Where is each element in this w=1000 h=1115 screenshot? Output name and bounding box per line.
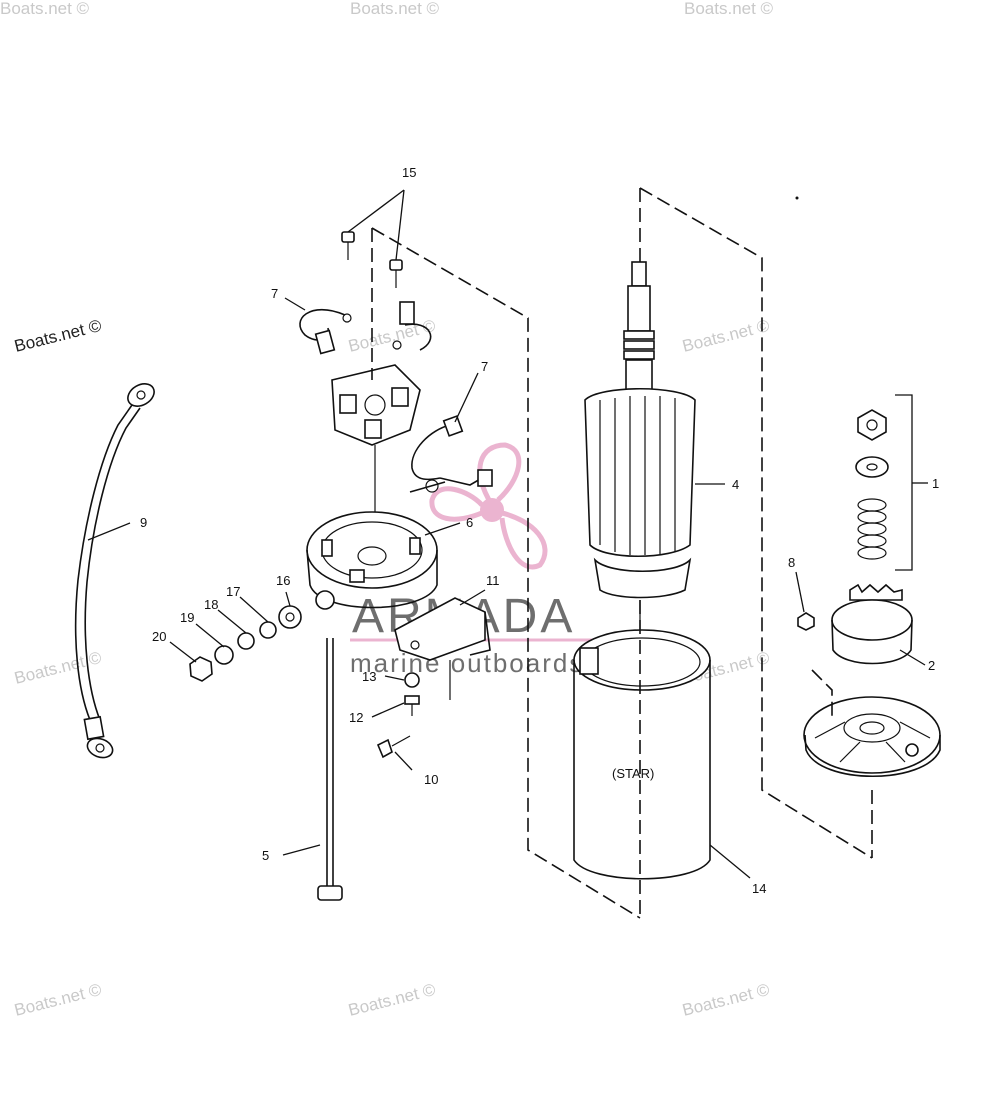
callout-9: 9: [140, 515, 147, 530]
callout-12: 12: [349, 710, 363, 725]
drive-end-housing: [803, 696, 941, 778]
armature-part-4: [584, 261, 696, 640]
alignment-lines: [371, 187, 873, 919]
watermark: Boats.net ©: [12, 316, 103, 356]
callout-19: 19: [180, 610, 194, 625]
drive-pinion-part-2: [831, 583, 913, 665]
callout-7: 7: [481, 359, 488, 374]
screw-part-12: [404, 695, 420, 705]
watermark: Boats.net ©: [0, 0, 90, 18]
logo-tagline: marine outboards: [350, 648, 584, 678]
screws-part-15: [341, 231, 403, 288]
watermark: Boats.net ©: [680, 316, 771, 356]
callout-5: 5: [262, 848, 269, 863]
callout-10: 10: [424, 772, 438, 787]
callout-11: 11: [486, 573, 500, 588]
group-bracket: [895, 394, 913, 571]
terminal-hardware: [189, 605, 302, 682]
brush-holder: [331, 364, 421, 520]
callout-8: 8: [788, 555, 795, 570]
leader-lines: [87, 189, 928, 879]
watermark: Boats.net ©: [350, 0, 440, 18]
washer-part-17: [259, 621, 277, 639]
brush-springs-part-7: [299, 301, 432, 355]
armada-logo: ARMADA marine outboards: [350, 442, 640, 678]
callout-17: 17: [226, 584, 240, 599]
brush-leads: [409, 415, 493, 493]
callout-13: 13: [362, 669, 376, 684]
callout-15: 15: [402, 165, 416, 180]
callout-18: 18: [204, 597, 218, 612]
drive-hardware-part-1: [855, 409, 889, 560]
cable-part-9: [74, 383, 155, 759]
screw-part-10: [376, 738, 393, 759]
watermark: Boats.net ©: [684, 0, 774, 18]
nut: [857, 409, 887, 441]
watermark: Boats.net ©: [680, 980, 771, 1020]
nut-part-8: [797, 612, 815, 631]
washer: [855, 456, 889, 478]
nut-part-20: [189, 656, 213, 682]
washer-part-18: [237, 632, 255, 650]
end-frame-part-6: [306, 511, 438, 610]
callout-1: 1: [932, 476, 939, 491]
propeller-icon: [429, 442, 548, 570]
frame-housing-part-14: (STAR): [573, 629, 711, 880]
housing-label: (STAR): [612, 766, 654, 781]
callout-20: 20: [152, 629, 166, 644]
callout-labels: 1 2 4 5 6 7 7 8 9 10 11 12 13 14 15 16 1…: [140, 165, 939, 896]
through-bolt-part-5: [317, 638, 343, 901]
callout-14: 14: [752, 881, 766, 896]
callout-6: 6: [466, 515, 473, 530]
watermark: Boats.net ©: [346, 316, 437, 356]
watermark: Boats.net ©: [346, 980, 437, 1020]
callout-4: 4: [732, 477, 739, 492]
bracket-part-11: [394, 597, 491, 700]
washer-part-16: [278, 605, 302, 629]
watermark: Boats.net ©: [12, 980, 103, 1020]
nut-part-13: [404, 672, 420, 688]
lockwasher-part-19: [214, 645, 234, 665]
speck: [795, 196, 799, 200]
callout-2: 2: [928, 658, 935, 673]
small-hardware: [376, 672, 420, 759]
callout-16: 16: [276, 573, 290, 588]
callout-7: 7: [271, 286, 278, 301]
spring: [857, 498, 887, 560]
